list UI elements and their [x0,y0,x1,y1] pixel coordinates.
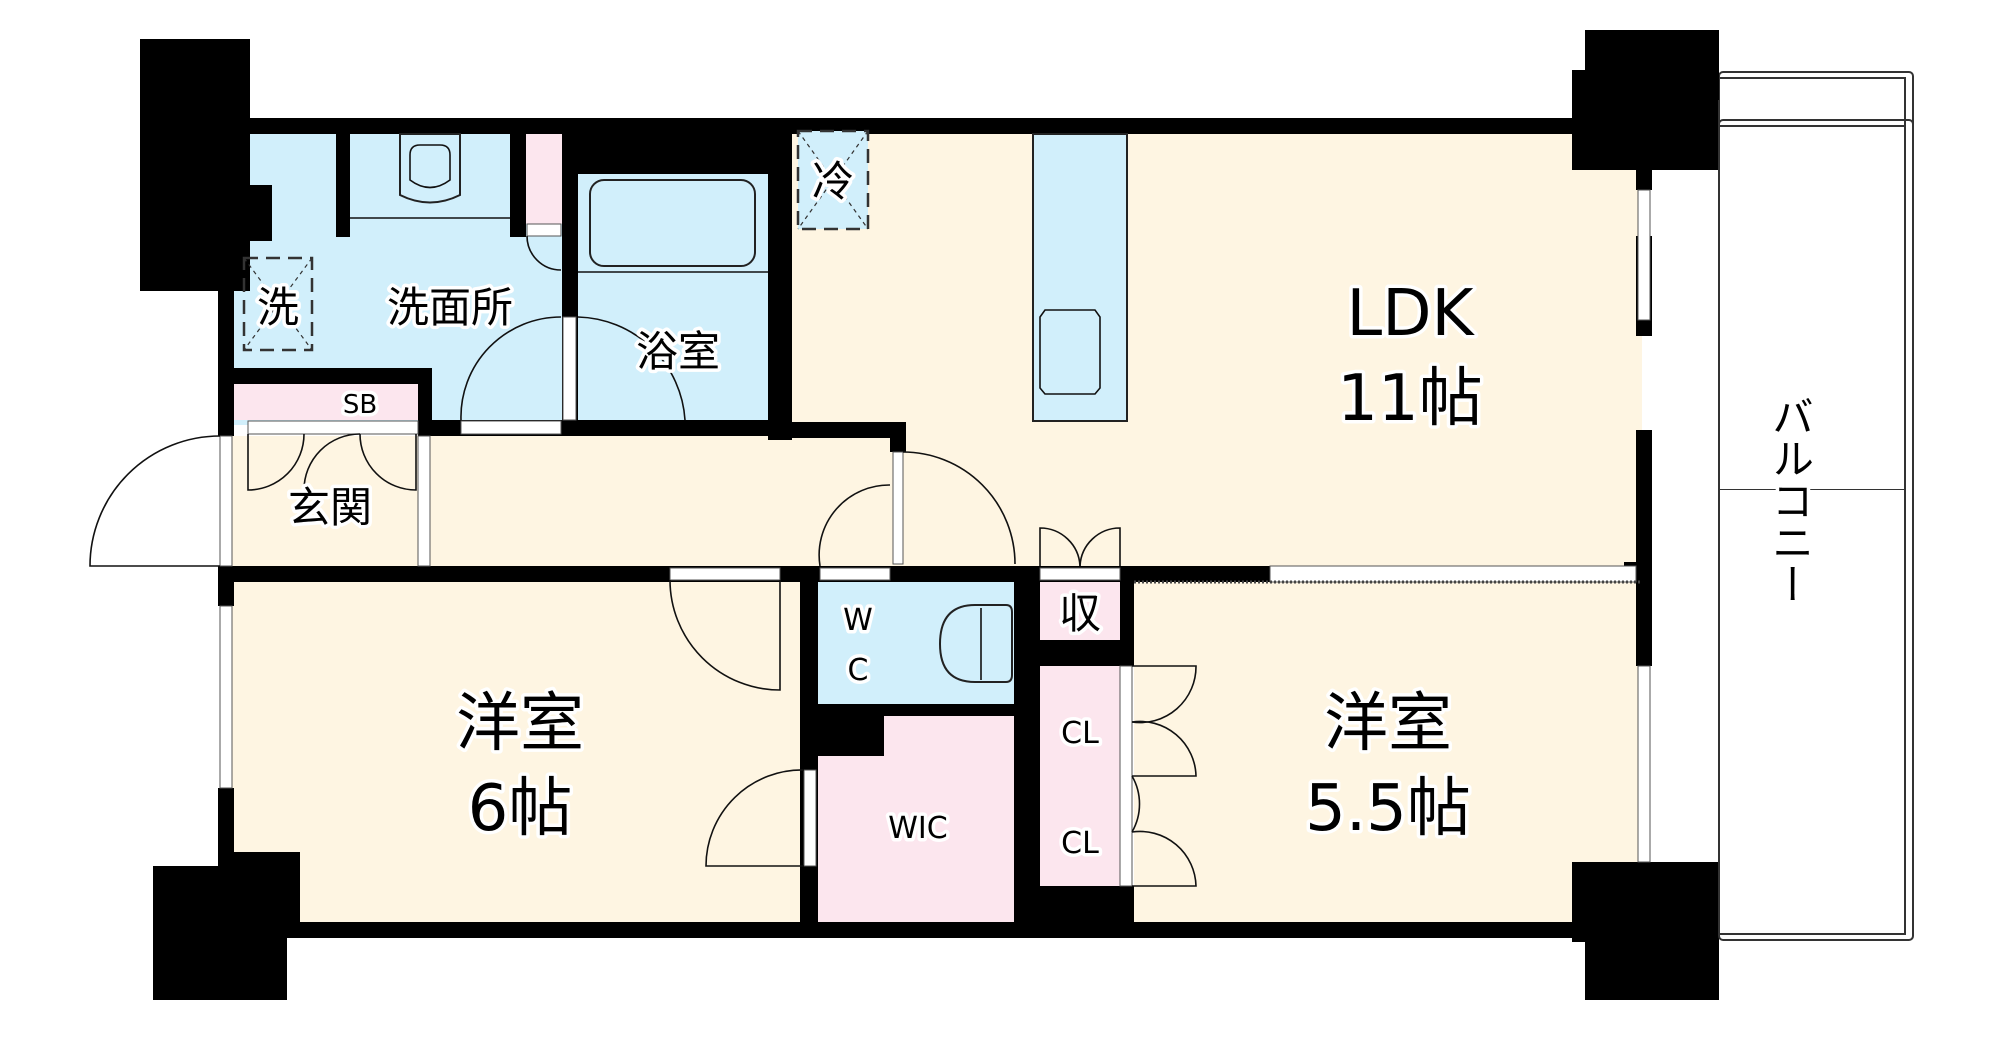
toilet-icon [938,604,1013,683]
wall-wash-sink-right [510,134,526,237]
western-room-6-name-label: 洋室 [456,687,584,761]
window-room6 [219,605,233,789]
wall-wash-step [250,185,272,241]
western-room-5-5-size-label: 5.5帖 [1305,772,1471,846]
wall-top [230,118,1642,134]
hallway-floor [232,436,908,566]
wall-bath-right [768,134,792,440]
room6-door-gap [669,567,781,581]
wall-wash-alcove [336,134,350,237]
wall-left-entrance-top [218,418,234,436]
balcony-outline [1718,71,1914,497]
pillar-bottom-left-ledge [218,852,300,922]
wash-basin-bowl [409,144,451,189]
wall-wash-bottom [232,368,432,384]
wic-label: WIC [888,811,947,846]
storage-door-swing-r [1079,527,1121,567]
wic-door-swing [705,769,805,867]
wall-storage-bottom [1040,640,1120,666]
bathroom-label: 浴室 [636,327,720,376]
entrance-label: 玄関 [288,483,372,532]
wall-wc-bottom [818,704,1014,716]
linen-door-gap [526,223,562,237]
wall-room6-right [800,566,818,922]
pillar-top-left [140,39,250,291]
wall-wc-right [1014,566,1040,936]
closet-1-label: CL [1061,716,1099,751]
linen-door-swing [526,235,562,271]
wall-right-middle [1636,430,1652,666]
wall-ldk-notch [792,422,902,438]
wash-basin-icon [399,133,461,204]
western-room-5-5-name-label: 洋室 [1324,687,1452,761]
pillar-top-right-stub [1636,100,1652,190]
western-room-6-size-label: 6帖 [468,772,573,846]
wall-left-room6-bottom [218,788,234,858]
wall-left-wash [218,250,234,434]
cl-door-swing-4 [1131,830,1197,887]
shoe-door-swing-2 [303,433,361,491]
bath-door-gap [562,316,577,421]
closet-1-floor [1040,666,1120,776]
wash-door-gap [460,420,562,435]
wash-door-swing [460,316,562,421]
refrigerator-label: 冷 [812,157,854,206]
closet-2-floor [1040,776,1120,886]
entrance-door-gap [219,435,233,567]
room6-door-swing [669,579,781,691]
wall-ldk-notch-v [890,422,906,452]
sb-door-gap [247,420,419,435]
wall-bottom [218,922,1652,938]
shoe-box-floor [234,384,418,420]
closet-2-label: CL [1061,826,1099,861]
refrigerator-icon [796,129,870,231]
entrance-step-gap [417,435,431,567]
storage-floor [1040,582,1120,640]
toilet-label-w: W [843,603,873,638]
balcony-outline-lower [1718,119,1914,941]
wc-door-swing [818,484,891,567]
ldk-floor [792,132,1642,568]
cl-door-swing-2 [1131,720,1197,777]
wall-cl-bottom [1040,886,1134,922]
bath-door-swing [577,316,686,421]
wc-door-gap [819,567,891,581]
western-room-5-5-floor [1134,582,1642,922]
shoe-door-swing-3 [359,433,417,491]
room55-sliding-gap [1269,565,1637,583]
wall-wash-sb-right [418,368,432,436]
wic-door-gap [803,769,817,867]
ldk-name-label: LDK [1347,277,1476,351]
bathtub-icon [589,179,756,267]
pillar-bottom-right [1572,862,1719,942]
kitchen-sink-icon [1039,309,1101,395]
kitchen-counter-icon [1032,133,1128,422]
washing-machine-label: 洗 [257,283,299,332]
wall-bath-top [578,134,768,174]
window-ldk [1637,189,1651,321]
cl-door-swing-3 [1131,775,1141,833]
linen-shelf [526,134,562,224]
entrance-door-swing [89,435,221,567]
balcony-label: バルコニー [1766,395,1815,605]
wall-wic-notch [818,716,884,756]
shoe-box-label: SB [343,390,377,420]
ldk-door-gap [892,451,904,565]
ldk-size-label: 11帖 [1337,362,1482,436]
shoe-door-swing-1 [247,433,305,491]
ldk-door-swing [902,451,1016,565]
storage-door-swing-l [1039,527,1081,567]
storage-label: 収 [1059,589,1101,638]
storage-door-gap [1039,567,1121,581]
washing-machine-icon [242,256,314,352]
window-room55 [1637,665,1651,863]
wall-cl-right [1120,566,1134,666]
toilet-label-c: C [848,653,869,688]
washroom-label: 洗面所 [387,283,513,332]
wall-ldk-room55-left [1120,566,1270,578]
cl-door-gap [1119,665,1133,887]
